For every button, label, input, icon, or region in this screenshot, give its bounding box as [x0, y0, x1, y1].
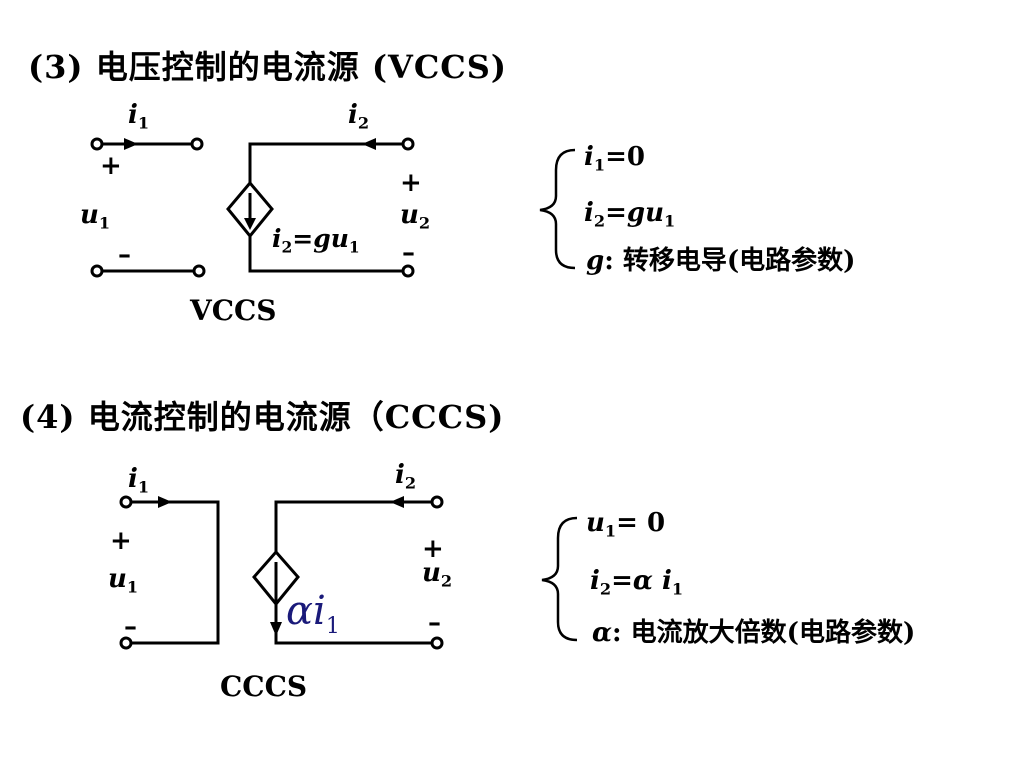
- cccs-u2-plus: +: [422, 534, 444, 564]
- vccs-i1-label: i1: [128, 100, 150, 133]
- cccs-eq-1: u1= 0: [586, 508, 666, 541]
- section-4-abbr: CCCS): [384, 398, 505, 436]
- cccs-i1-label: i1: [128, 464, 150, 497]
- cccs-eq-2: i2=α i1: [590, 566, 684, 599]
- vccs-i1-arrow: [124, 138, 138, 150]
- section-3-abbr: (VCCS): [371, 48, 507, 86]
- cccs-equations-brace: [541, 516, 578, 642]
- vccs-terminal-in-tr: [190, 137, 204, 151]
- cccs-u1-label: u1: [108, 564, 139, 597]
- cccs-i2-arrow: [390, 496, 404, 508]
- cccs-i2-label: i2: [395, 460, 417, 493]
- cccs-eq-3: α: 电流放大倍数(电路参数): [592, 618, 916, 648]
- vccs-terminal-out-br: [401, 264, 415, 278]
- vccs-u1-plus: +: [100, 151, 122, 181]
- section-4-number: (4): [20, 398, 76, 436]
- cccs-terminal-out-tr: [430, 495, 444, 509]
- section-3-text: 电压控制的电流源: [95, 48, 360, 86]
- cccs-output-top-wire: [274, 500, 432, 552]
- section-4-title: (4) 电流控制的电流源（CCCS): [20, 392, 504, 438]
- vccs-source-arrow-head: [244, 218, 256, 230]
- vccs-eq-2: i2=gu1: [584, 198, 676, 231]
- vccs-terminal-in-tl: [90, 137, 104, 151]
- cccs-source-label: αi1: [286, 588, 340, 639]
- vccs-i2-arrow: [362, 138, 376, 150]
- cccs-u2-minus: –: [428, 608, 441, 638]
- cccs-caption: CCCS: [220, 670, 308, 703]
- vccs-u1-label: u1: [80, 200, 111, 233]
- cccs-terminal-in-bl: [119, 636, 133, 650]
- vccs-terminal-in-bl: [90, 264, 104, 278]
- cccs-u1-minus: –: [124, 612, 137, 642]
- vccs-eq-1: i1=0: [584, 142, 645, 175]
- vccs-caption: VCCS: [190, 294, 277, 327]
- vccs-circuit: [90, 137, 415, 278]
- vccs-terminal-in-br: [192, 264, 206, 278]
- vccs-u1-minus: –: [118, 240, 131, 270]
- section-4-text: 电流控制的电流源（: [87, 398, 385, 436]
- section-3-title: (3) 电压控制的电流源 (VCCS): [28, 42, 507, 88]
- cccs-source-arrow-head: [270, 622, 282, 636]
- cccs-terminal-in-tl: [119, 495, 133, 509]
- cccs-u1-plus: +: [110, 526, 132, 556]
- vccs-equations-brace: [539, 148, 576, 270]
- cccs-i1-arrow: [158, 496, 172, 508]
- section-3-number: (3): [28, 48, 84, 86]
- vccs-eq-3: g: 转移电导(电路参数): [586, 246, 856, 276]
- vccs-output-top-wire: [248, 142, 403, 210]
- cccs-input-wire: [131, 500, 220, 645]
- vccs-u2-plus: +: [400, 168, 422, 198]
- vccs-i2-label: i2: [348, 100, 370, 133]
- vccs-u2-label: u2: [400, 200, 431, 233]
- vccs-source-label: i2=gu1: [272, 224, 360, 257]
- cccs-circuit: [119, 495, 444, 650]
- vccs-terminal-out-tr: [401, 137, 415, 151]
- cccs-u2-label: u2: [422, 558, 453, 591]
- vccs-u2-minus: –: [402, 238, 415, 268]
- vccs-output-bottom-wire: [248, 236, 403, 273]
- cccs-terminal-out-br: [430, 636, 444, 650]
